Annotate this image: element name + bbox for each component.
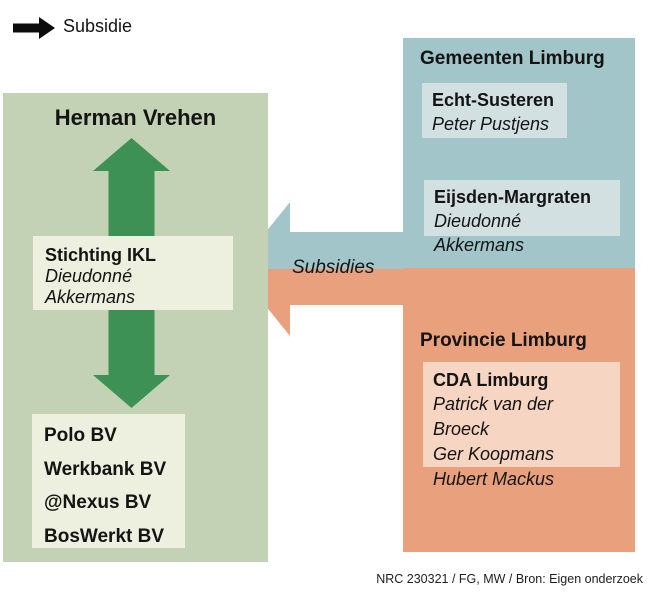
org-name: Stichting IKL: [45, 245, 156, 265]
panel-title: Herman Vrehen: [54, 105, 217, 130]
legend-label: Subsidie: [63, 16, 133, 36]
municipality-name: Eijsden-Margraten: [434, 187, 592, 207]
company-name: Werkbank BV: [44, 458, 167, 480]
person-name: Dieudonné Akkermans: [434, 211, 525, 255]
eijsden-margraten-card: Eijsden-Margraten Dieudonné Akkermans: [424, 180, 620, 255]
member-name: Ger Koopmans: [433, 444, 555, 464]
person-name: Dieudonné Akkermans: [45, 266, 136, 307]
panel-header: Provincie Limburg: [420, 330, 587, 351]
member-name: Patrick van der Broeck: [433, 394, 554, 439]
source-credit: NRC 230321 / FG, MW / Bron: Eigen onderz…: [376, 572, 643, 586]
cda-limburg-card: CDA Limburg Patrick van der Broeck Ger K…: [423, 362, 620, 489]
herman-vrehen-panel: Herman Vrehen Stichting IKL Dieudonné Ak…: [3, 93, 268, 562]
subsidies-flow-label: Subsidies: [292, 257, 375, 278]
companies-card: Polo BV Werkbank BV @Nexus BV BosWerkt B…: [32, 414, 185, 548]
subsidies-flow-arrow-icon: [236, 202, 405, 336]
company-name: Polo BV: [44, 425, 117, 446]
person-name: Peter Pustjens: [432, 114, 550, 134]
echt-susteren-card: Echt-Susteren Peter Pustjens: [422, 83, 567, 138]
member-name: Hubert Mackus: [433, 469, 555, 489]
subsidies-orange-half: [236, 269, 405, 336]
subsidies-blue-half: [236, 202, 405, 269]
provincie-limburg-panel: Provincie Limburg CDA Limburg Patrick va…: [403, 268, 635, 552]
company-name: @Nexus BV: [44, 492, 152, 513]
panel-header: Gemeenten Limburg: [420, 48, 605, 69]
company-name: BosWerkt BV: [44, 525, 165, 547]
gemeenten-limburg-panel: Gemeenten Limburg Echt-Susteren Peter Pu…: [403, 38, 635, 268]
municipality-name: Echt-Susteren: [432, 90, 555, 110]
stichting-ikl-card: Stichting IKL Dieudonné Akkermans: [33, 236, 233, 310]
subsidie-arrow-icon: [13, 17, 55, 39]
party-name: CDA Limburg: [433, 370, 549, 390]
